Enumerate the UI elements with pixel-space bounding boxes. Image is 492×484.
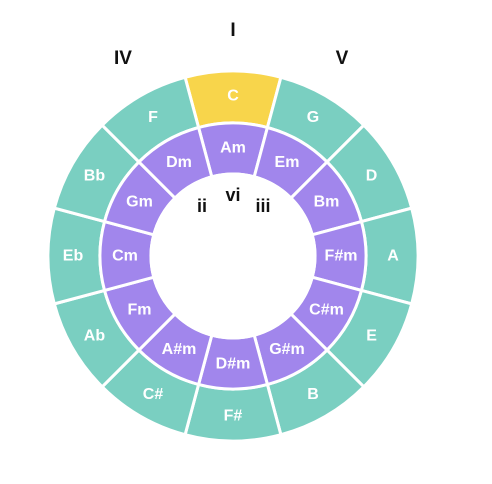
minor-key-label-cm: Cm [112,248,138,265]
degree-label-relative-minor: vi [225,185,240,205]
degree-label-tonic: I [230,20,235,41]
major-key-label-f: F [148,109,158,126]
minor-key-label-g-sharpm: G#m [269,341,305,358]
major-key-label-eb: Eb [63,248,84,265]
major-key-label-d: D [366,168,378,185]
degree-label-supertonic: ii [197,196,207,216]
degree-label-subdominant: IV [114,48,132,69]
degree-label-mediant: iii [255,196,270,216]
major-key-label-b: B [307,386,319,403]
minor-key-label-em: Em [275,154,300,171]
major-key-label-c-sharp: C# [143,386,164,403]
center-hole [149,172,317,340]
minor-key-label-am: Am [220,140,246,157]
major-key-label-g: G [307,109,319,126]
minor-key-label-bm: Bm [314,194,340,211]
minor-key-label-fm: Fm [127,302,151,319]
major-key-label-a: A [387,248,399,265]
major-key-label-f-sharp: F# [224,408,243,425]
minor-key-label-f-sharpm: F#m [325,248,358,265]
minor-key-label-d-sharpm: D#m [216,356,251,373]
degree-label-dominant: V [336,48,349,69]
minor-key-label-gm: Gm [126,194,153,211]
minor-key-label-a-sharpm: A#m [162,341,197,358]
major-key-label-ab: Ab [84,328,106,345]
major-key-label-bb: Bb [84,168,106,185]
minor-key-label-c-sharpm: C#m [309,302,344,319]
major-key-labels: C G D A E B F# C# Ab Eb Bb F [63,88,399,425]
major-key-label-e: E [366,328,377,345]
major-key-label-c: C [227,88,239,105]
minor-key-label-dm: Dm [166,154,192,171]
